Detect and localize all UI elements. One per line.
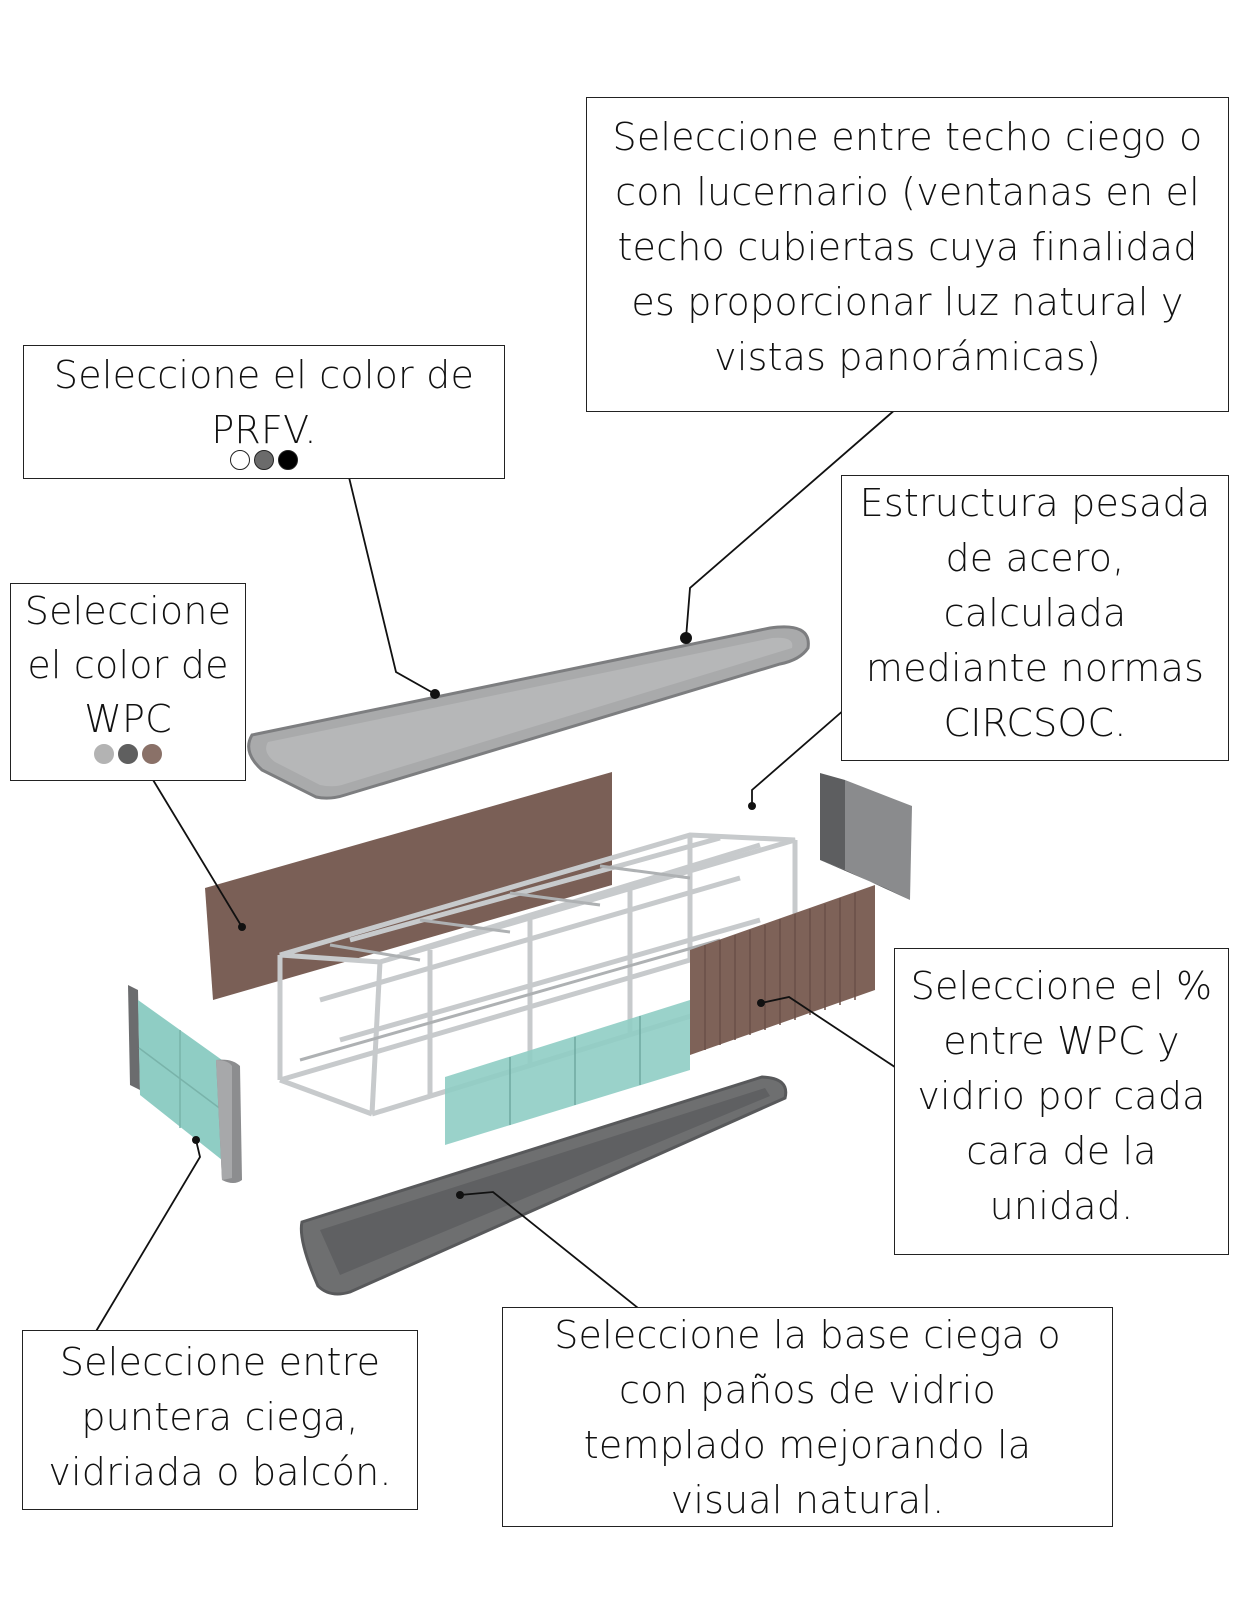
callout-base-text: Seleccione la base ciega o con paños de … [554, 1313, 1061, 1522]
wpc-swatch-dark-grey[interactable] [118, 744, 138, 764]
prfv-swatch-white[interactable] [230, 450, 250, 470]
roof-panel [247, 625, 810, 800]
wpc-swatch-brown[interactable] [142, 744, 162, 764]
callout-prfv: Seleccione el color de PRFV. [23, 345, 505, 479]
prfv-swatch-black[interactable] [278, 450, 298, 470]
callout-structure-text: Estructura pesada de acero, calculada me… [859, 481, 1211, 745]
callout-toe-text: Seleccione entre puntera ciega, vidriada… [48, 1340, 392, 1494]
callout-wall-ratio-text: Seleccione el % entre WPC y vidrio por c… [910, 964, 1213, 1228]
callout-base: Seleccione la base ciega o con paños de … [502, 1307, 1113, 1527]
front-wpc-panel [690, 885, 875, 1055]
leader-dots [192, 632, 765, 1199]
callout-toe: Seleccione entre puntera ciega, vidriada… [22, 1330, 418, 1510]
toe-unit [128, 985, 242, 1183]
steel-frame [277, 832, 798, 1117]
callout-structure: Estructura pesada de acero, calculada me… [841, 475, 1229, 761]
callout-wpc-text: Seleccione el color de WPC [24, 589, 232, 741]
leader-lines [91, 394, 914, 1339]
wpc-color-swatches [15, 744, 241, 764]
base-panel [299, 1075, 788, 1296]
prfv-color-swatches [34, 450, 494, 470]
prfv-swatch-grey[interactable] [254, 450, 274, 470]
wpc-swatch-light-grey[interactable] [94, 744, 114, 764]
callout-roof: Seleccione entre techo ciego o con lucer… [586, 97, 1229, 412]
front-glass-panel [445, 1000, 690, 1145]
end-wall-right [820, 773, 912, 900]
callout-wall-ratio: Seleccione el % entre WPC y vidrio por c… [894, 948, 1229, 1255]
callout-prfv-text: Seleccione el color de PRFV. [53, 353, 475, 452]
callout-wpc: Seleccione el color de WPC [10, 583, 246, 781]
back-wpc-panel [205, 772, 612, 1000]
callout-roof-text: Seleccione entre techo ciego o con lucer… [612, 115, 1203, 379]
